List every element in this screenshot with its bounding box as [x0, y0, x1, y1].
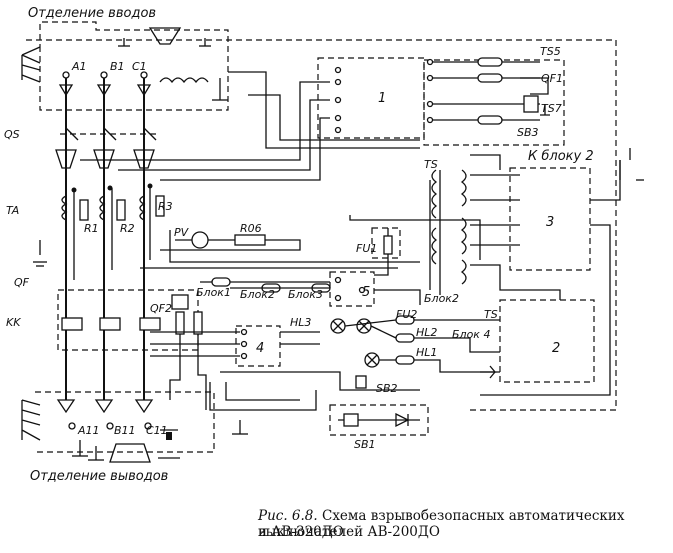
fuse-region — [200, 228, 421, 305]
input-gland — [21, 46, 41, 83]
label-hl2: HL2 — [416, 326, 437, 339]
label-ts5: TS5 — [540, 45, 561, 58]
label-fu1: FU1 — [356, 242, 377, 255]
label-blok2b: Блок2 — [424, 292, 459, 305]
output-terminals — [21, 399, 180, 463]
label-sb1: SB1 — [354, 438, 376, 451]
figure-caption-line2: и АВ-320ДО — [258, 524, 668, 540]
label-r1: R1 — [84, 222, 99, 235]
main-enclosure — [26, 39, 617, 411]
outputs-section-label: Отделение выводов — [30, 469, 168, 484]
label-ts-mid: TS — [484, 308, 498, 321]
label-blok3: Блок3 — [288, 288, 323, 301]
unit3-box — [509, 167, 591, 271]
unit2-label: 2 — [552, 341, 560, 356]
outputs-enclosure — [35, 391, 215, 453]
label-r3: R3 — [158, 200, 173, 213]
ts-transformers — [431, 148, 644, 396]
unit4-label: 4 — [256, 341, 264, 356]
label-r2: R2 — [120, 222, 135, 235]
unit5-box — [329, 271, 375, 307]
label-pv: PV — [174, 226, 190, 239]
unit1-label: 1 — [378, 91, 386, 106]
control-wiring — [80, 71, 481, 295]
label-sb3: SB3 — [517, 126, 539, 139]
unit4-box — [235, 325, 281, 367]
label-ta: TA — [6, 204, 19, 217]
fu1-box — [371, 227, 401, 259]
label-a1: A1 — [71, 60, 87, 73]
block2-ref-label: К блоку 2 — [528, 149, 594, 164]
label-b11: B11 — [114, 424, 136, 437]
label-blok4: Блок 4 — [452, 328, 490, 341]
qs-switch — [55, 127, 160, 169]
label-qf1: QF1 — [541, 72, 563, 85]
figure-caption: Рис. 6.8. Схема взрывобезопасных автомат… — [258, 508, 668, 540]
inputs-section-label: Отделение вводов — [28, 6, 156, 21]
label-qf2: QF2 — [150, 302, 172, 315]
phase-lines — [65, 78, 145, 400]
unit5-label: 5 — [362, 285, 370, 300]
unit3-label: 3 — [546, 215, 554, 230]
label-blok2a: Блок2 — [240, 288, 275, 301]
input-cover — [148, 27, 182, 45]
circuit-diagram: Отделение вводов Отделение выводов К бло… — [4, 6, 644, 484]
caption-prefix: Рис. 6.8. — [258, 508, 318, 524]
label-blok1: Блок1 — [196, 286, 231, 299]
label-kk: KK — [6, 316, 21, 329]
label-hl1: HL1 — [416, 346, 437, 359]
inputs-enclosure — [39, 21, 229, 111]
label-qs: QS — [4, 128, 20, 141]
label-a11: A11 — [77, 424, 100, 437]
ta-transformers — [61, 183, 165, 280]
caption-line2: и АВ-320ДО — [258, 524, 344, 540]
label-ts7: TS7 — [541, 102, 562, 115]
sb1-box — [329, 404, 429, 436]
label-fu2: FU2 — [396, 308, 417, 321]
label-c11: C11 — [146, 424, 168, 437]
label-sb2: SB2 — [376, 382, 398, 395]
label-b1: B1 — [110, 60, 125, 73]
label-ts-top: TS — [424, 158, 438, 171]
lamps — [150, 315, 500, 379]
label-r06: R06 — [240, 222, 262, 235]
label-c1: C1 — [132, 60, 147, 73]
label-hl3: HL3 — [290, 316, 311, 329]
pushbuttons — [209, 371, 420, 435]
label-qf: QF — [14, 276, 30, 289]
qf2-kk — [61, 294, 207, 410]
unit1-box — [317, 57, 425, 139]
right-relay-group — [432, 57, 550, 125]
caption-line1: Схема взрывобезопасных автоматических вы… — [258, 508, 625, 540]
unit2-box — [499, 299, 595, 383]
qf-ground — [33, 240, 47, 267]
